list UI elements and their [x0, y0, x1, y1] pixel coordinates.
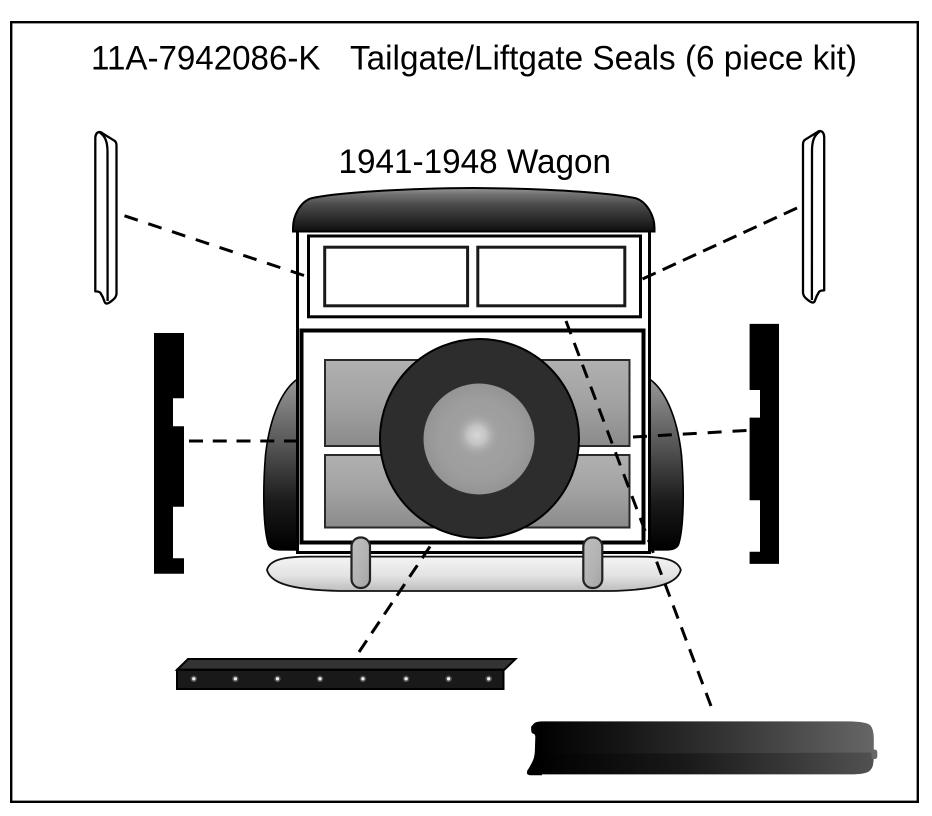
svg-text:11A-7942086-K: 11A-7942086-K — [91, 40, 321, 78]
svg-text:Tailgate/Liftgate Seals (6 pie: Tailgate/Liftgate Seals (6 piece kit) — [350, 40, 857, 78]
svg-text:1941-1948 Wagon: 1941-1948 Wagon — [339, 143, 612, 181]
